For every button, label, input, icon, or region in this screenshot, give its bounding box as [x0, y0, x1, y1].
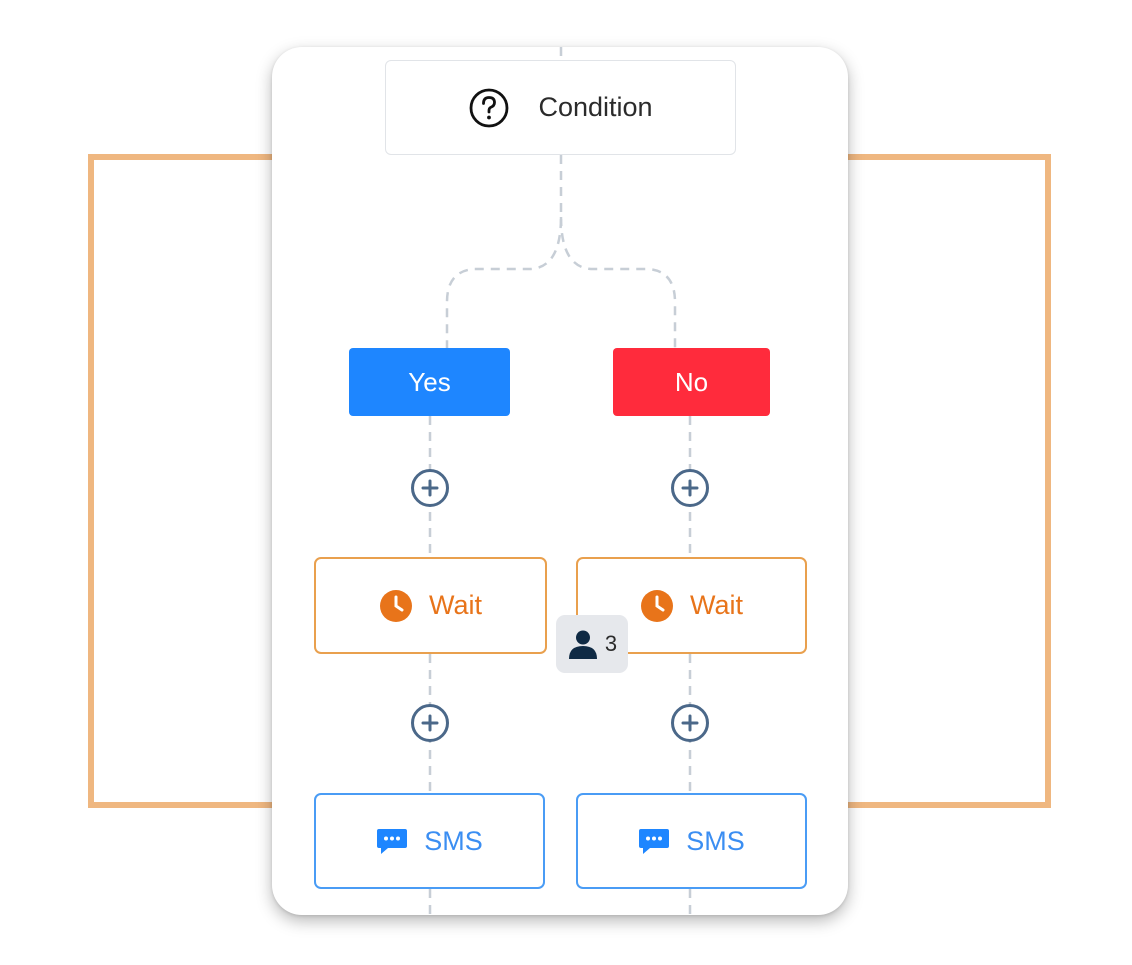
connector-lines	[428, 47, 692, 915]
flow-canvas: Condition Yes No Wait Wait	[272, 47, 848, 915]
clock-icon	[379, 589, 413, 623]
branch-yes[interactable]: Yes	[349, 348, 510, 416]
sms-node[interactable]: SMS	[314, 793, 545, 889]
plus-icon	[681, 714, 699, 732]
chat-bubble-icon	[376, 825, 408, 857]
user-count-badge[interactable]: 3	[556, 615, 628, 673]
plus-icon	[681, 479, 699, 497]
add-step-button[interactable]	[411, 469, 449, 507]
add-step-button[interactable]	[671, 704, 709, 742]
clock-icon	[640, 589, 674, 623]
wait-node[interactable]: Wait	[314, 557, 547, 654]
branch-no-label: No	[674, 366, 709, 397]
branch-no[interactable]: No	[613, 348, 770, 416]
condition-node[interactable]: Condition	[385, 60, 736, 155]
wait-label: Wait	[690, 590, 743, 620]
plus-icon	[421, 479, 439, 497]
user-count: 3	[604, 631, 618, 656]
wait-label: Wait	[429, 590, 482, 620]
add-step-button[interactable]	[411, 704, 449, 742]
sms-label: SMS	[424, 825, 483, 856]
user-icon	[567, 628, 599, 660]
condition-label: Condition	[538, 92, 653, 122]
question-circle-icon	[468, 87, 510, 129]
add-step-button[interactable]	[671, 469, 709, 507]
sms-label: SMS	[686, 825, 745, 856]
chat-bubble-icon	[638, 825, 670, 857]
sms-node[interactable]: SMS	[576, 793, 807, 889]
plus-icon	[421, 714, 439, 732]
branch-yes-label: Yes	[408, 366, 451, 397]
